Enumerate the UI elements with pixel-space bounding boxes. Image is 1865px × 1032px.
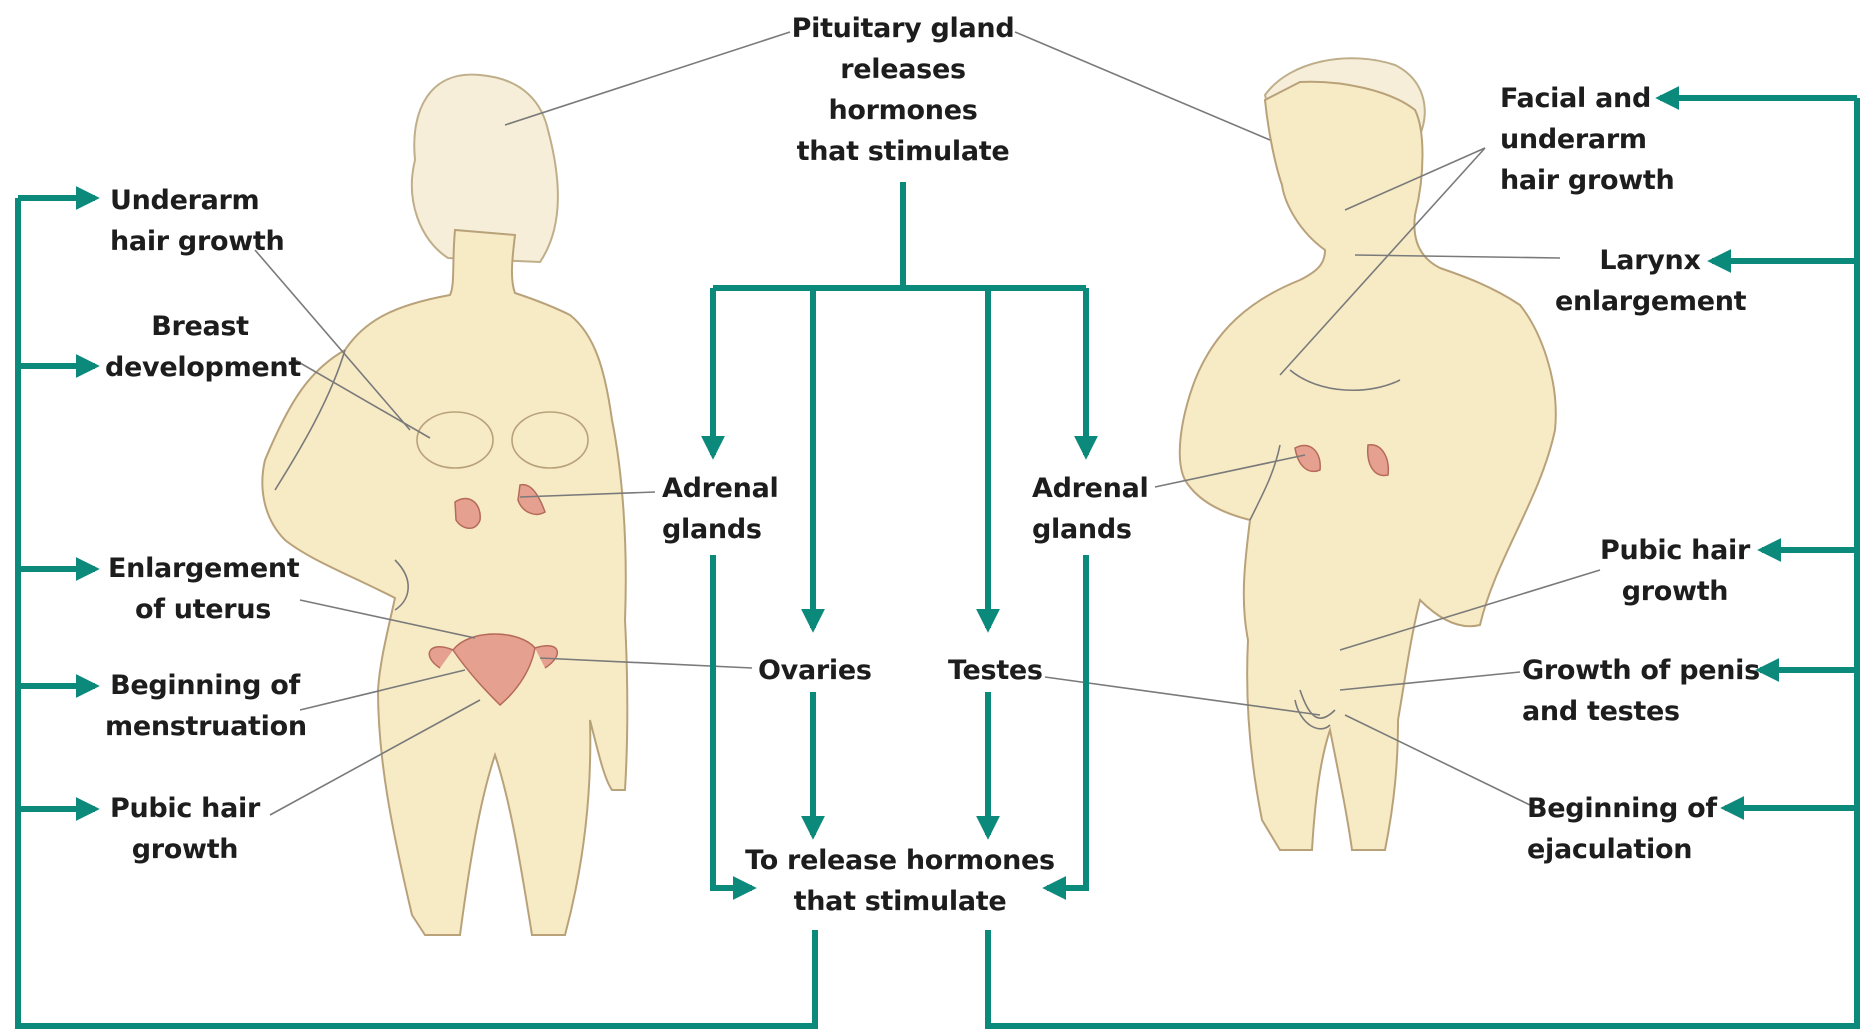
male-genital-growth-label: Growth of penis and testes [1522, 650, 1760, 732]
pituitary-gland-label: Pituitary gland releases hormones that s… [770, 8, 1036, 172]
male-larynx-label: Larynx enlargement [1555, 240, 1745, 322]
female-menstruation-label: Beginning of menstruation [105, 665, 305, 747]
male-facial-hair-label: Facial and underarm hair growth [1500, 78, 1674, 201]
release-hormones-label: To release hormones that stimulate [740, 840, 1060, 922]
ovaries-label: Ovaries [758, 650, 872, 691]
female-body [262, 230, 627, 935]
female-uterus-enlargement-label: Enlargement of uterus [108, 548, 298, 630]
testes-label: Testes [948, 650, 1043, 691]
female-breast-development-label: Breast development [105, 306, 295, 388]
male-ejaculation-label: Beginning of ejaculation [1527, 788, 1717, 870]
adrenal-glands-left-label: Adrenal glands [662, 468, 778, 550]
adrenal-glands-right-label: Adrenal glands [1032, 468, 1148, 550]
female-underarm-hair-label: Underarm hair growth [110, 180, 284, 262]
female-figure [262, 75, 627, 935]
female-pubic-hair-label: Pubic hair growth [105, 788, 265, 870]
male-pubic-hair-label: Pubic hair growth [1595, 530, 1755, 612]
